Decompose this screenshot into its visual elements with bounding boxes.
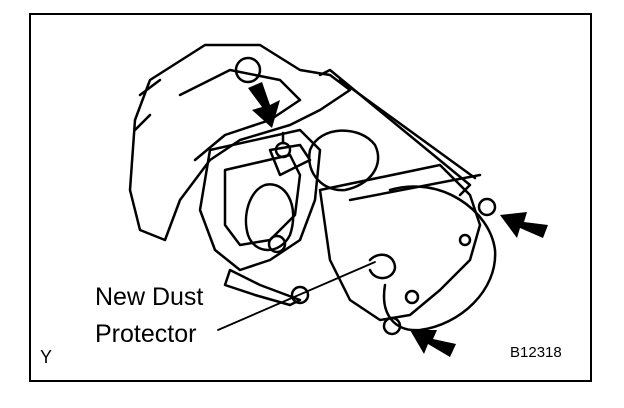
arrow-right (500, 212, 548, 238)
callout-leader-line (217, 261, 376, 331)
arrow-bottom-right (410, 330, 456, 357)
pointer-arrows (248, 82, 548, 357)
figure-frame (29, 13, 592, 382)
corner-letter: Y (40, 347, 53, 367)
terminal-cap (268, 129, 380, 192)
starter-housing (128, 43, 477, 242)
callout-label-line-2: Protector (95, 320, 197, 348)
mounting-flange (223, 268, 310, 307)
arrow-top (248, 82, 280, 128)
motor-yoke (318, 163, 497, 336)
figure-code: B12318 (510, 344, 562, 361)
solenoid-body (198, 128, 322, 272)
callout-label-line-1: New Dust (95, 283, 204, 311)
